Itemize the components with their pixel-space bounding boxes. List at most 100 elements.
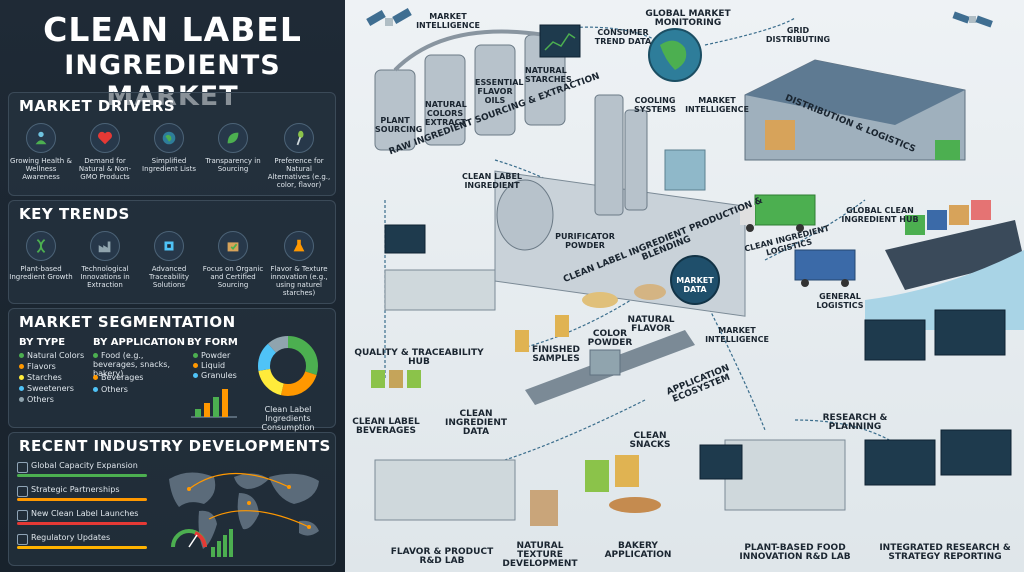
left-panel: CLEAN LABEL INGREDIENTS MARKET MARKET DR… xyxy=(0,0,345,572)
by-type-head: BY TYPE xyxy=(19,337,66,348)
label-plant-based-lab: PLANT-BASED FOOD INNOVATION R&D LAB xyxy=(739,543,851,562)
trend-label: Plant-based Ingredient Growth xyxy=(9,265,73,281)
dev-row: Regulatory Updates xyxy=(17,533,157,551)
label-global-market-monitoring: GLOBAL MARKET MONITORING xyxy=(645,9,731,28)
label-natural-flavor: NATURAL FLAVOR xyxy=(627,315,675,334)
leaf-icon xyxy=(218,123,248,153)
label-research-planning: RESEARCH & PLANNING xyxy=(822,413,888,432)
key-trends-title: KEY TRENDS xyxy=(19,205,130,223)
driver-item: Growing Health & Wellness Awareness xyxy=(9,123,73,181)
label-grid-distributing: GRID DISTRIBUTING xyxy=(765,26,831,44)
ecosystem-scene: MARKET INTELLIGENCE GLOBAL MARKET MONITO… xyxy=(345,0,1024,572)
warehouse xyxy=(744,59,966,161)
bar xyxy=(213,397,219,417)
globe-icon xyxy=(17,462,28,473)
seg-item: Powder xyxy=(193,351,230,360)
label-market-data: MARKET DATA xyxy=(676,276,714,294)
label-finished-samples: FINISHED SAMPLES xyxy=(531,345,580,364)
title-line-1: CLEAN LABEL xyxy=(43,10,302,49)
gauge-and-bars xyxy=(171,529,233,557)
trend-item: Advanced Traceability Solutions xyxy=(137,231,201,289)
globe-icon xyxy=(154,123,184,153)
driver-item: Transparency in Sourcing xyxy=(201,123,265,173)
dev-row: Global Capacity Expansion xyxy=(17,461,157,479)
market-drivers-panel: MARKET DRIVERS Growing Health & Wellness… xyxy=(8,92,336,196)
label-natural-starches: NATURAL STARCHES xyxy=(525,66,572,84)
handshake-icon xyxy=(17,486,28,497)
bar xyxy=(222,389,228,417)
chip-icon xyxy=(154,231,184,261)
seg-item: Flavors xyxy=(19,362,56,371)
label-integrated-research: INTEGRATED RESEARCH & STRATEGY REPORTING xyxy=(879,543,1011,562)
label-consumer-trend-data: CONSUMER TREND DATA xyxy=(594,28,652,46)
trend-item: Focus on Organic and Certified Sourcing xyxy=(201,231,265,289)
label-purificator-powder: PURIFICATOR POWDER xyxy=(555,232,615,250)
seg-item: Granules xyxy=(193,371,237,380)
label-market-intelligence-2: MARKET INTELLIGENCE xyxy=(685,96,749,114)
lab-bench xyxy=(724,439,846,511)
trend-label: Technological Innovations in Extraction xyxy=(80,265,130,289)
trend-label: Advanced Traceability Solutions xyxy=(148,265,190,289)
monitor xyxy=(539,24,581,58)
heart-icon xyxy=(90,123,120,153)
label-clean-label-beverages: CLEAN LABEL BEVERAGES xyxy=(352,417,420,436)
label-essential-flavor-oils: ESSENTIAL FLAVOR OILS xyxy=(475,78,524,105)
world-map xyxy=(169,472,319,549)
donut-chart xyxy=(258,336,318,396)
powder-bowl xyxy=(582,292,618,308)
dev-row: New Clean Label Launches xyxy=(17,509,157,527)
jars xyxy=(371,315,569,388)
trend-item: Flavor & Texture innovation (e.g., using… xyxy=(267,231,331,297)
dev-bar xyxy=(17,522,147,525)
launch-icon xyxy=(17,510,28,521)
donut-slice xyxy=(258,336,318,396)
dev-bar xyxy=(17,498,147,501)
label-color-powder: COLOR POWDER xyxy=(587,329,633,348)
dev-label: Global Capacity Expansion xyxy=(31,461,138,470)
monitor xyxy=(864,439,936,486)
driver-label: Preference for Natural Alternatives (e.g… xyxy=(267,157,331,189)
label-clean-label-ingredient: CLEAN LABEL INGREDIENT xyxy=(461,172,523,190)
segmentation-title: MARKET SEGMENTATION xyxy=(19,313,236,331)
label-quality-hub: QUALITY & TRACEABILITY HUB xyxy=(354,348,484,367)
snack-bag xyxy=(615,455,639,487)
label-cooling-systems: COOLING SYSTEMS xyxy=(634,96,676,114)
continent xyxy=(169,472,216,507)
label-clean-ingredient-data: CLEAN INGREDIENT DATA xyxy=(445,409,507,437)
label-market-intelligence-3: MARKET INTELLIGENCE xyxy=(705,326,769,344)
bar xyxy=(195,409,201,417)
person-icon xyxy=(26,123,56,153)
driver-item: Simplified Ingredient Lists xyxy=(137,123,201,173)
trend-item: Technological Innovations in Extraction xyxy=(73,231,137,289)
factory-icon xyxy=(90,231,120,261)
by-form-head: BY FORM xyxy=(187,337,238,348)
scene-illustration xyxy=(345,0,1024,572)
bread xyxy=(609,497,661,513)
label-bakery-application: BAKERY APPLICATION xyxy=(604,541,672,560)
donut-caption: Clean Label Ingredients Consumption xyxy=(261,405,315,432)
route-line xyxy=(208,510,310,528)
mini-bar-chart xyxy=(191,389,237,418)
label-natural-colors-extract: NATURAL COLORS EXTRACT xyxy=(425,100,467,127)
driver-item: Preference for Natural Alternatives (e.g… xyxy=(267,123,331,189)
trend-item: Plant-based Ingredient Growth xyxy=(9,231,73,281)
seg-item: Beverages xyxy=(93,373,143,382)
driver-label: Growing Health & Wellness Awareness xyxy=(10,157,72,181)
seg-item: Others xyxy=(19,395,54,404)
by-application-head: BY APPLICATION xyxy=(93,337,186,348)
driver-item: Demand for Natural & Non-GMO Products xyxy=(73,123,137,181)
box-icon xyxy=(218,231,248,261)
developments-panel: RECENT INDUSTRY DEVELOPMENTS Global Capa… xyxy=(8,432,336,566)
developments-title: RECENT INDUSTRY DEVELOPMENTS xyxy=(19,437,331,455)
truck-icon xyxy=(794,249,856,287)
flask-icon xyxy=(284,231,314,261)
powder-bowl xyxy=(634,284,666,300)
dev-bar xyxy=(17,546,147,549)
monitor xyxy=(699,444,743,480)
label-general-logistics: GENERAL LOGISTICS xyxy=(816,292,864,310)
lab-bench xyxy=(374,459,516,521)
document-icon xyxy=(17,534,28,545)
label-plant-sourcing: PLANT SOURCING xyxy=(375,116,423,134)
trend-label: Focus on Organic and Certified Sourcing xyxy=(202,265,264,289)
dev-label: New Clean Label Launches xyxy=(31,509,139,518)
